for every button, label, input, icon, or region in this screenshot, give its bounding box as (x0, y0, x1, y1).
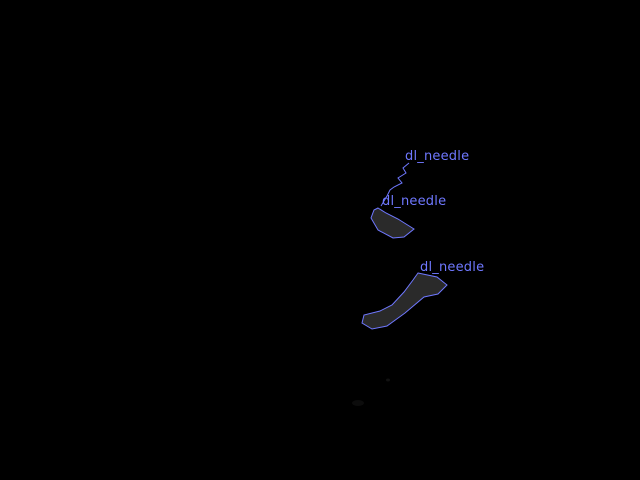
needle-region-lower (361, 272, 448, 330)
needle-contour-tip (370, 207, 415, 239)
background-speck (352, 400, 364, 406)
annotation-label-2: dl_needle (382, 194, 447, 209)
background-speck (386, 378, 390, 382)
needle-region-upper (370, 162, 415, 239)
annotation-label-3: dl_needle (420, 260, 485, 275)
annotation-label-1: dl_needle (405, 149, 470, 164)
needle-contour-thin (380, 162, 410, 207)
